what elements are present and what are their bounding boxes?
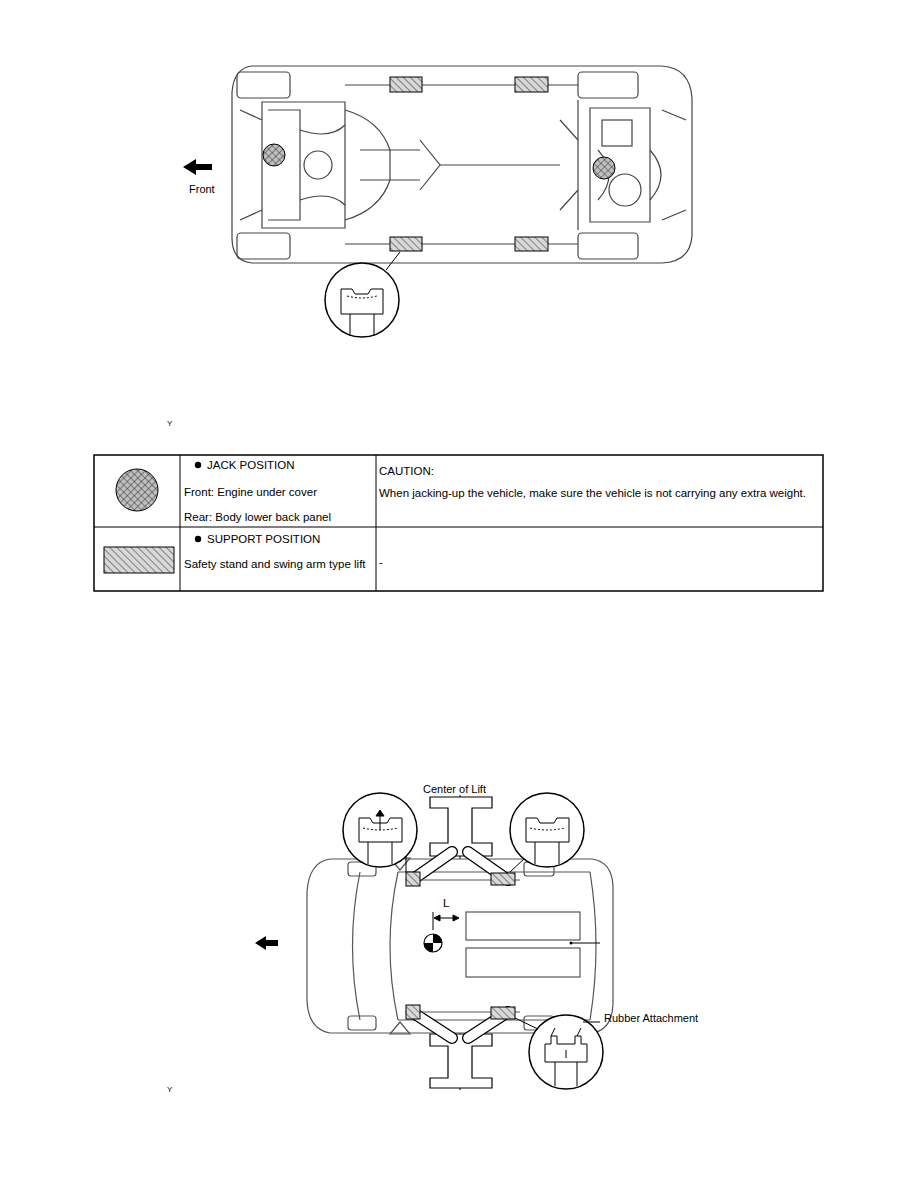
table-cell: CAUTION:	[379, 464, 434, 480]
part-name: Rubber Attachment	[604, 1011, 698, 1026]
table-cell: Safety stand and swing arm type lift	[184, 557, 372, 573]
table-cell: -	[379, 555, 383, 571]
table-cell: Front: Engine under cover	[184, 485, 317, 501]
table-cell: Rear: Body lower back panel	[184, 510, 331, 526]
dimension-label: L	[443, 896, 449, 912]
stray-mark: Y	[167, 419, 172, 430]
diagram-label: Center of Lift	[423, 782, 486, 797]
table-heading: JACK POSITION	[207, 458, 295, 474]
direction-label: Front	[189, 182, 215, 197]
table-heading: SUPPORT POSITION	[207, 532, 320, 548]
stray-mark: Y	[167, 1085, 172, 1096]
table-cell: When jacking-up the vehicle, make sure t…	[379, 486, 819, 502]
